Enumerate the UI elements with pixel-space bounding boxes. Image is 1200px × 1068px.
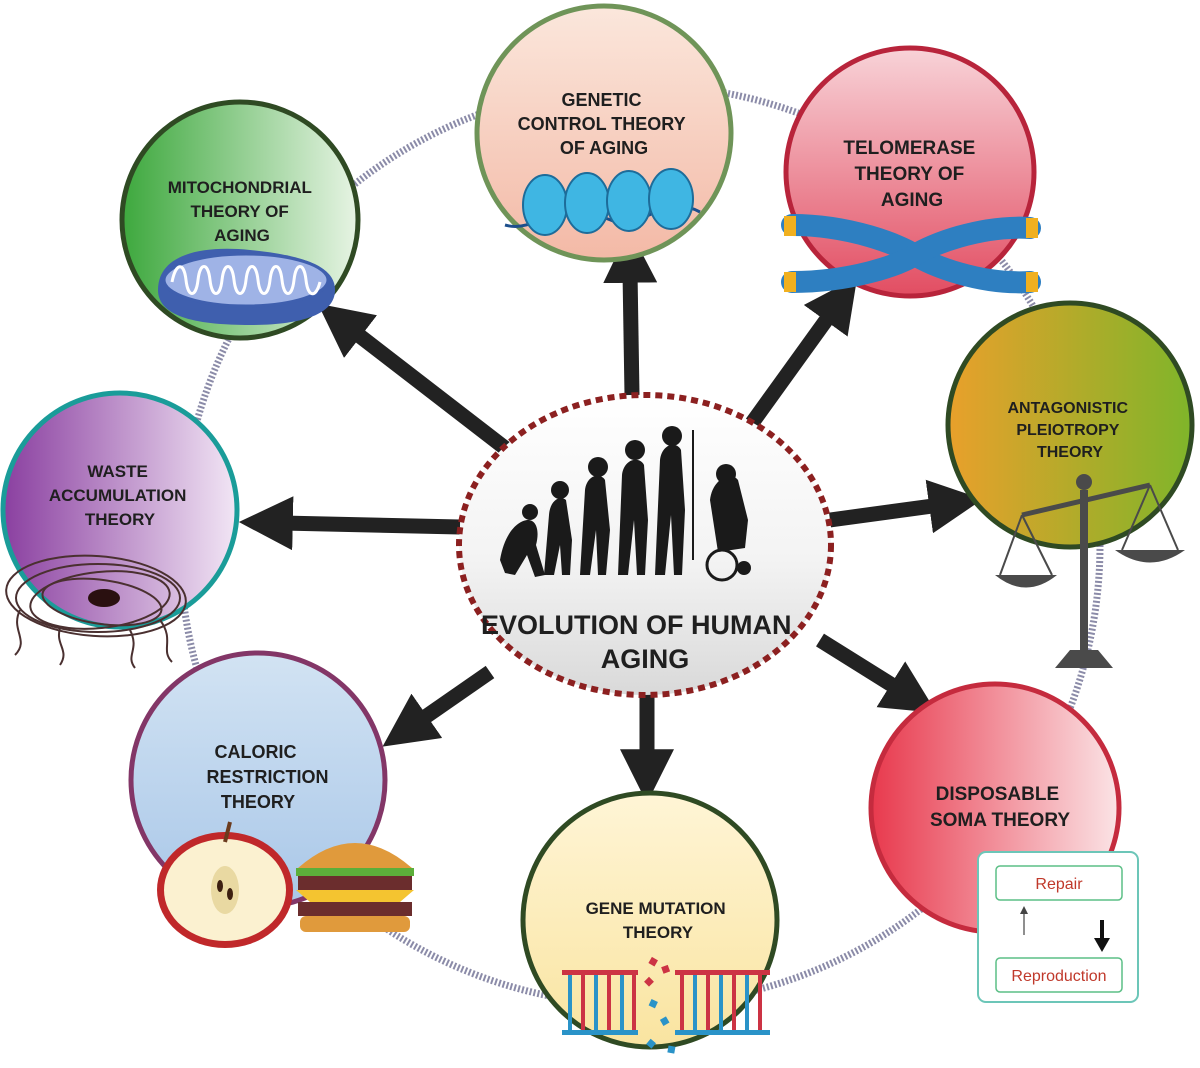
- theory-mitochondrial: MITOCHONDRIAL THEORY OF AGING: [119, 99, 361, 341]
- arrow-mitochondrial: [317, 303, 510, 454]
- center-title-line-2: AGING: [601, 644, 690, 674]
- theory-antagonistic-circle: [945, 300, 1195, 550]
- balance-scale-icon: [995, 474, 1185, 668]
- repair-reproduction-box: Repair Reproduction: [977, 851, 1139, 1003]
- center-hub: EVOLUTION OF HUMAN AGING: [456, 392, 834, 698]
- arrows: [238, 228, 983, 804]
- arrow-caloric: [382, 665, 495, 747]
- nucleosome-icon: [504, 168, 701, 236]
- theory-telomerase-line-3: AGING: [881, 190, 943, 211]
- chromosome-icon: [781, 214, 1041, 294]
- burger-icon: [296, 843, 414, 932]
- theory-telomerase: TELOMERASE THEORY OF AGING: [781, 45, 1041, 299]
- theory-gene-mutation: GENE MUTATION THEORY: [520, 790, 780, 1054]
- mitochondrion-icon: [158, 248, 335, 325]
- theory-genetic-line-2: CONTROL THEORY: [518, 114, 686, 134]
- theory-caloric-line-1: CALORIC: [214, 742, 296, 762]
- theory-mitochondrial-line-1: MITOCHONDRIAL: [168, 178, 312, 197]
- theory-disposable-line-2: SOMA THEORY: [930, 810, 1070, 831]
- theory-gene-mutation-circle: [520, 790, 780, 1050]
- theory-antagonistic-line-3: THEORY: [1037, 444, 1103, 461]
- arrow-waste: [238, 496, 461, 551]
- theory-antagonistic-line-1: ANTAGONISTIC: [1007, 400, 1128, 417]
- theory-mitochondrial-line-2: THEORY OF: [191, 202, 289, 221]
- theory-waste-line-3: THEORY: [85, 510, 156, 529]
- theory-disposable: DISPOSABLE SOMA THEORY Repair Reproducti…: [868, 681, 1139, 1003]
- theory-caloric: CALORIC RESTRICTION THEORY: [128, 650, 414, 948]
- theory-gene-mutation-line-2: THEORY: [623, 923, 694, 942]
- svg-text:MITOCHONDRIAL THEORY OF: MITOCHONDRIAL THEORY OF AGING: [168, 178, 317, 245]
- theory-telomerase-line-2: THEORY OF: [854, 164, 964, 185]
- svg-text:GENETIC CONTROL THEORY: GENETIC CONTROL THEORY OF AGING: [518, 90, 691, 158]
- theory-genetic: GENETIC CONTROL THEORY OF AGING: [474, 3, 734, 263]
- svg-text:DISPOSABLE SOMA THEORY: DISPOSABLE SOMA THEORY: [930, 784, 1070, 831]
- center-title-line-1: EVOLUTION OF HUMAN: [481, 610, 792, 640]
- theory-waste-line-2: ACCUMULATION: [49, 486, 187, 505]
- dna-break-icon: [562, 956, 770, 1054]
- svg-text:WASTE ACCUMULATION: WASTE ACCUMULATION THEORY: [49, 462, 191, 529]
- theory-antagonistic: ANTAGONISTIC PLEIOTROPY THEORY: [945, 300, 1195, 668]
- theory-disposable-line-1: DISPOSABLE: [936, 784, 1060, 805]
- theory-waste-line-1: WASTE: [87, 462, 147, 481]
- theory-caloric-line-3: THEORY: [221, 792, 295, 812]
- theory-waste: WASTE ACCUMULATION THEORY: [0, 390, 240, 669]
- apple-icon: [157, 821, 293, 948]
- theory-waste-circle: [0, 390, 240, 630]
- repair-label: Repair: [1035, 876, 1083, 893]
- arrow-telomerase: [745, 276, 858, 428]
- arrow-antagonistic: [828, 479, 983, 534]
- svg-text:GENE MUTATION THEORY: GENE MUTATION THEORY: [586, 899, 731, 942]
- tangled-waste-icon: [5, 554, 187, 669]
- svg-text:EVOLUTION OF HUMAN AGING: EVOLUTION OF HUMAN AGING: [481, 610, 799, 674]
- theory-antagonistic-line-2: PLEIOTROPY: [1016, 422, 1119, 439]
- svg-text:CALORIC RESTRICTION: CALORIC RESTRICTION THEORY: [206, 742, 333, 812]
- svg-text:ANTAGONISTIC PLEIOTROPY: ANTAGONISTIC PLEIOTROPY THEORY: [1007, 400, 1132, 461]
- reproduction-label: Reproduction: [1011, 968, 1106, 985]
- theory-caloric-line-2: RESTRICTION: [206, 767, 328, 787]
- human-evolution-icon: [500, 426, 751, 582]
- theory-genetic-line-1: GENETIC: [561, 90, 641, 110]
- arrow-disposable: [816, 633, 937, 713]
- svg-text:TELOMERASE THEORY OF: TELOMERASE THEORY OF AGING: [843, 138, 980, 211]
- theory-mitochondrial-line-3: AGING: [214, 226, 270, 245]
- theory-gene-mutation-line-1: GENE MUTATION: [586, 899, 726, 918]
- theory-telomerase-line-1: TELOMERASE: [843, 138, 975, 159]
- arrow-genetic: [603, 228, 658, 396]
- theory-genetic-line-3: OF AGING: [560, 138, 648, 158]
